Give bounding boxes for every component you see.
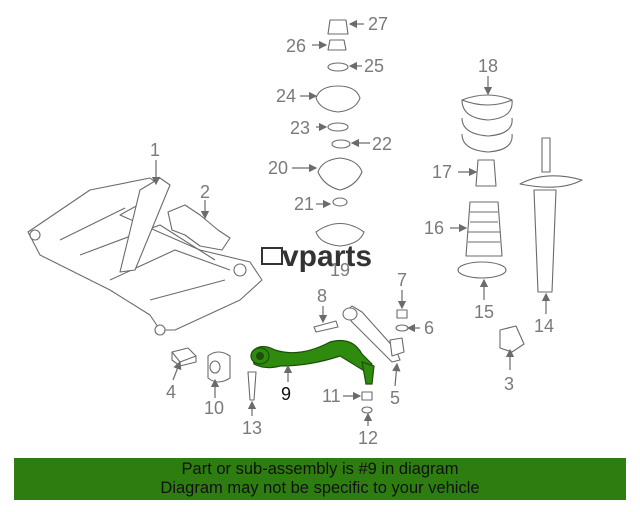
bolt-8	[313, 320, 339, 333]
bushing-10	[207, 351, 231, 383]
callout-2: 2	[200, 182, 210, 202]
callout-5: 5	[390, 388, 400, 408]
coil-spring-18	[461, 94, 513, 153]
callout-8: 8	[317, 286, 327, 306]
callout-20: 20	[268, 158, 288, 178]
bump-stop-17	[475, 159, 497, 187]
strut-mount-stack	[315, 19, 365, 247]
callout-7: 7	[397, 270, 407, 290]
bracket-3	[499, 325, 525, 353]
spring-pad-15	[457, 261, 507, 279]
callout-25: 25	[364, 56, 384, 76]
bracket-2	[167, 204, 231, 251]
block-4	[171, 347, 197, 367]
callout-18: 18	[478, 56, 498, 76]
watermark-text: vparts	[282, 240, 372, 273]
subframe	[27, 177, 263, 336]
callout-12: 12	[358, 428, 378, 448]
banner-line-2: Diagram may not be specific to your vehi…	[160, 479, 480, 497]
bolt-13	[247, 371, 257, 401]
nut-11	[361, 391, 373, 401]
nut-7	[396, 309, 408, 319]
callout-19: 19	[330, 260, 350, 280]
callout-17: 17	[432, 162, 452, 182]
info-banner: Part or sub-assembly is #9 in diagram Di…	[14, 458, 626, 500]
callout-13: 13	[242, 418, 262, 438]
callout-23: 23	[290, 118, 310, 138]
tension-arm-5	[342, 305, 405, 363]
banner-line-1: Part or sub-assembly is #9 in diagram	[181, 460, 459, 478]
callout-6: 6	[424, 318, 434, 338]
callout-26: 26	[286, 36, 306, 56]
strut-14	[519, 137, 583, 293]
callout-21: 21	[294, 194, 314, 214]
callout-27: 27	[368, 14, 388, 34]
callout-10: 10	[204, 398, 224, 418]
callout-1: 1	[150, 140, 160, 160]
washer-12	[361, 406, 373, 414]
control-arm-9	[250, 339, 375, 385]
parts-diagram: vparts 1 2 3 4 5 6 7 8 9 10 11 12 13 14 …	[27, 14, 583, 448]
callout-9: 9	[281, 384, 291, 404]
callout-14: 14	[534, 316, 554, 336]
callout-22: 22	[372, 134, 392, 154]
callout-15: 15	[474, 302, 494, 322]
callout-arrows	[151, 19, 551, 426]
callout-11: 11	[322, 386, 341, 406]
watermark-logo: vparts	[261, 240, 372, 273]
washer-6	[395, 324, 409, 332]
callout-16: 16	[424, 218, 444, 238]
callout-3: 3	[504, 374, 514, 394]
dust-boot-16	[465, 201, 503, 257]
callout-24: 24	[276, 86, 296, 106]
callout-4: 4	[166, 382, 176, 402]
